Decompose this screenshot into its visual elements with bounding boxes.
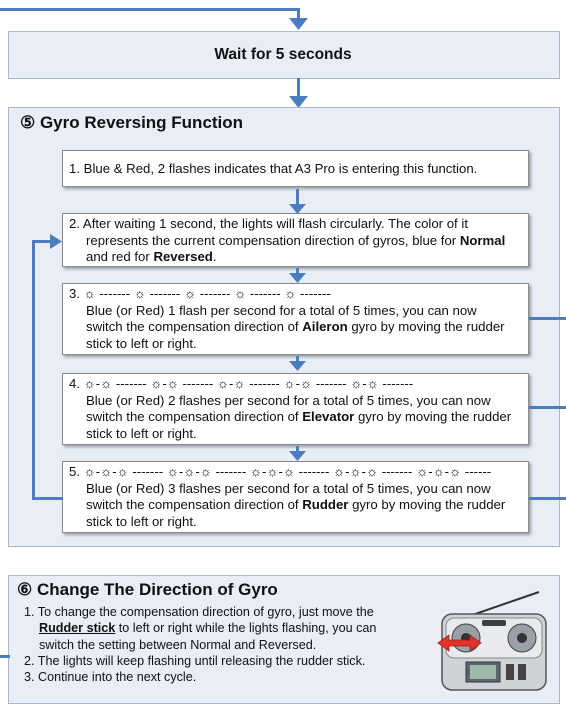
top-connector-line	[0, 8, 300, 11]
step1-text: 1. Blue & Red, 2 flashes indicates that …	[69, 161, 478, 176]
step5-line3: stick to left or right.	[86, 513, 197, 529]
step5-pattern: 5. ☼-☼-☼ ------- ☼-☼-☼ ------- ☼-☼-☼ ---…	[69, 464, 492, 479]
section6-left-connector	[0, 655, 10, 658]
step3-to-step4-line	[296, 356, 299, 365]
down-arrow-icon	[289, 204, 306, 214]
step4-pattern: 4. ☼-☼ ------- ☼-☼ ------- ☼-☼ ------- ☼…	[69, 376, 414, 391]
transmitter-image	[437, 591, 547, 691]
step3-exit-line	[529, 317, 566, 320]
step5-line1: Blue (or Red) 3 flashes per second for a…	[86, 480, 491, 496]
step2-box: 2. After waiting 1 second, the lights wi…	[62, 213, 529, 267]
section6-item2: 2. The lights will keep flashing until r…	[24, 653, 366, 668]
step3-line2: switch the compensation direction of Ail…	[86, 319, 505, 334]
wait-to-section5-line	[297, 78, 300, 100]
section6-item3: 3. Continue into the next cycle.	[24, 670, 197, 685]
step4-exit-line	[529, 406, 566, 409]
section5-title: ⑤ Gyro Reversing Function	[20, 113, 244, 132]
aileron-keyword: Aileron	[302, 319, 348, 334]
down-arrow-icon	[289, 96, 308, 108]
step4-box: 4. ☼-☼ ------- ☼-☼ ------- ☼-☼ ------- ☼…	[62, 373, 529, 445]
step5-exit-line	[529, 497, 566, 500]
section6-title: ⑥ Change The Direction of Gyro	[17, 580, 278, 599]
down-arrow-icon	[289, 18, 308, 30]
down-arrow-icon	[289, 361, 306, 371]
step3-line3: stick to left or right.	[86, 335, 197, 351]
elevator-keyword: Elevator	[302, 409, 355, 424]
loop-back-vertical-line	[32, 240, 35, 500]
step5-box: 5. ☼-☼-☼ ------- ☼-☼-☼ ------- ☼-☼-☼ ---…	[62, 461, 529, 533]
step3-line1: Blue (or Red) 1 flash per second for a t…	[86, 302, 477, 318]
rudder-stick-keyword: Rudder stick	[39, 621, 116, 636]
wait-label: Wait for 5 seconds	[214, 46, 352, 63]
wait-panel	[8, 31, 560, 79]
reversed-keyword: Reversed	[153, 249, 213, 264]
step2-line3: and red for Reversed.	[86, 249, 217, 264]
top-connector-vertical	[297, 8, 300, 22]
down-arrow-icon	[289, 451, 306, 461]
down-arrow-icon	[289, 273, 306, 283]
rudder-keyword: Rudder	[302, 497, 349, 512]
loop-back-top-line	[32, 240, 52, 243]
section6-list: 1. To change the compensation direction …	[24, 604, 434, 685]
step2-to-step3-line	[296, 268, 299, 276]
step4-line3: stick to left or right.	[86, 425, 197, 441]
normal-keyword: Normal	[459, 232, 506, 248]
step5-line2: switch the compensation direction of Rud…	[86, 497, 506, 512]
step1-to-step2-line	[296, 189, 299, 209]
right-arrow-icon	[50, 234, 62, 249]
step2-line2: represents the current compensation dire…	[86, 232, 506, 248]
loop-back-bottom-line	[32, 497, 63, 500]
step3-pattern: 3. ☼ ------- ☼ ------- ☼ ------- ☼ -----…	[69, 286, 331, 301]
step2-line1: 2. After waiting 1 second, the lights wi…	[69, 216, 468, 231]
step1-box: 1. Blue & Red, 2 flashes indicates that …	[62, 150, 529, 187]
step3-box: 3. ☼ ------- ☼ ------- ☼ ------- ☼ -----…	[62, 283, 529, 355]
section6-item1: 1. To change the compensation direction …	[24, 605, 377, 652]
step4-line1: Blue (or Red) 2 flashes per second for a…	[86, 392, 491, 408]
step4-to-step5-line	[296, 446, 299, 454]
step4-line2: switch the compensation direction of Ele…	[86, 409, 512, 424]
